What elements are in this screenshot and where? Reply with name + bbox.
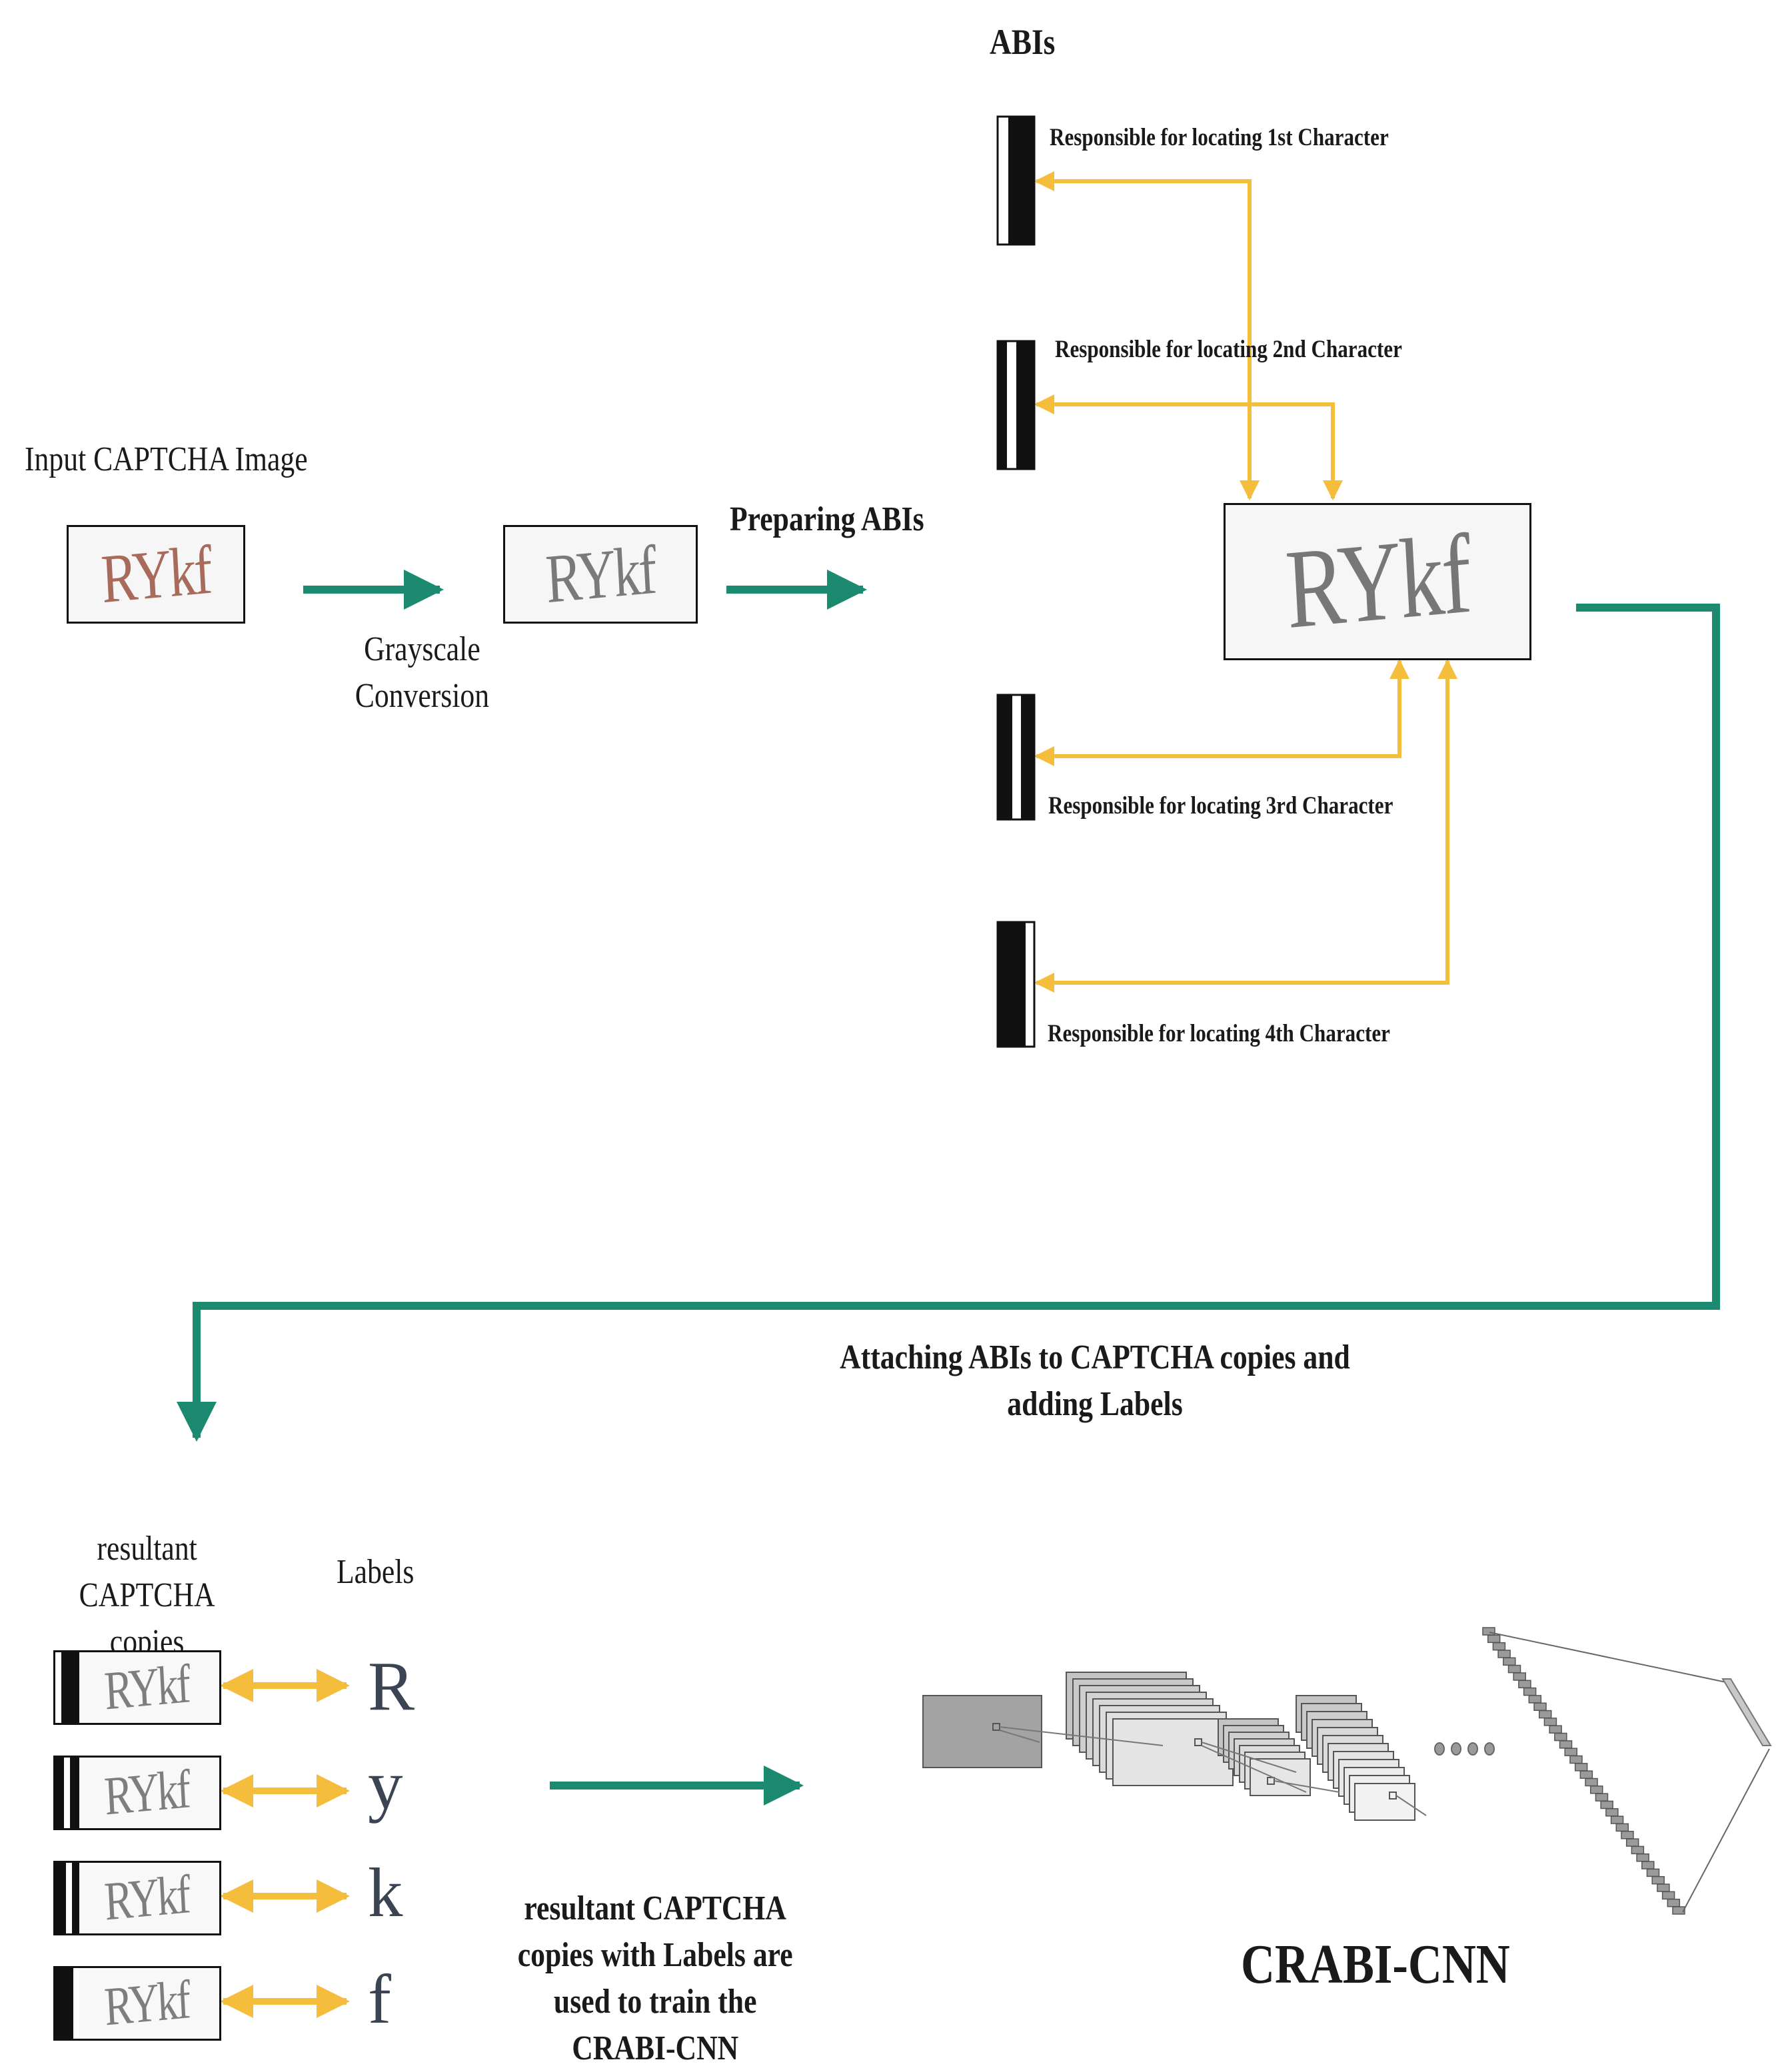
labels-title: Labels <box>337 1553 415 1591</box>
dense-neuron <box>1482 1627 1495 1636</box>
dense-neuron <box>1507 1664 1521 1674</box>
copy-abi-bar-3 <box>55 1863 79 1933</box>
dense-neuron <box>1579 1770 1593 1779</box>
abi-label-1: Responsible for locating 1st Character <box>1050 124 1389 151</box>
dense-neuron <box>1503 1657 1516 1666</box>
label-letter-4: f <box>368 1960 391 2038</box>
dense-neuron <box>1492 1642 1506 1651</box>
preparing-label: Preparing ABIs <box>730 500 924 538</box>
abi-label-2: Responsible for locating 2nd Character <box>1055 336 1402 363</box>
cnn-conv-stack-1 <box>1066 1672 1234 1786</box>
abi-label-4: Responsible for locating 4th Character <box>1048 1020 1390 1047</box>
abis-title: ABIs <box>990 22 1056 62</box>
connector-abi-4 <box>1034 659 1457 993</box>
attaching-label: Attaching ABIs to CAPTCHA copies and add… <box>840 1338 1350 1423</box>
abi-bar-3 <box>996 694 1036 821</box>
dense-neuron <box>1661 1891 1675 1900</box>
dense-neuron <box>1631 1845 1645 1855</box>
dense-neuron <box>1564 1748 1577 1756</box>
resultant-title: resultant CAPTCHA copies <box>79 1530 215 1661</box>
cnn-output-layer <box>1721 1678 1772 1746</box>
label-letter-2: y <box>368 1746 403 1823</box>
copy-abi-bar-2 <box>55 1758 79 1828</box>
abi-source-captcha-image: RYkf <box>1224 503 1531 660</box>
dense-neuron <box>1569 1755 1583 1764</box>
dense-neuron <box>1538 1710 1552 1719</box>
dense-neuron <box>1615 1823 1629 1832</box>
dense-neuron <box>1554 1732 1567 1742</box>
copy-abi-bar-4 <box>55 1968 79 2039</box>
dense-neuron <box>1667 1898 1681 1907</box>
abi-label-3: Responsible for locating 3rd Character <box>1048 792 1393 819</box>
abi-bar-1 <box>996 115 1036 246</box>
dense-neuron <box>1543 1718 1557 1726</box>
input-title: Input CAPTCHA Image <box>25 440 308 478</box>
dense-neuron <box>1672 1906 1685 1915</box>
cnn-title: CRABI-CNN <box>1241 1933 1510 1995</box>
dense-neuron <box>1636 1853 1649 1862</box>
connector-abi-2 <box>1034 394 1343 500</box>
captcha-copy-2: RYkf <box>53 1756 221 1830</box>
cnn-dense-layer <box>1482 1627 1685 1915</box>
connector-abi-3 <box>1034 659 1409 766</box>
connector-abi-1 <box>1034 171 1260 500</box>
dense-neuron <box>1523 1687 1537 1696</box>
input-captcha-image: RYkf <box>67 525 245 624</box>
dense-neuron <box>1518 1680 1531 1689</box>
cnn-illustration <box>922 1627 1772 1915</box>
dense-neuron <box>1559 1740 1573 1749</box>
label-letter-3: k <box>368 1853 403 1931</box>
abi-bar-2 <box>996 340 1036 470</box>
dense-neuron <box>1621 1831 1634 1839</box>
training-label: resultant CAPTCHA copies with Labels are… <box>517 1889 793 2067</box>
dense-neuron <box>1625 1838 1639 1847</box>
abi-bar-4 <box>996 921 1036 1048</box>
dense-neuron <box>1641 1861 1655 1869</box>
cnn-conv-stack-2 <box>1296 1695 1415 1821</box>
dense-neuron <box>1600 1800 1613 1810</box>
dense-neuron <box>1610 1815 1624 1824</box>
dense-neuron <box>1651 1875 1665 1885</box>
dense-neuron <box>1487 1634 1501 1644</box>
cnn-ellipsis-dots <box>1434 1742 1495 1756</box>
dense-neuron <box>1497 1650 1511 1658</box>
arrow-attaching <box>177 604 1720 1442</box>
dense-neuron <box>1513 1672 1526 1681</box>
dense-neuron <box>1646 1868 1660 1877</box>
dense-neuron <box>1595 1793 1609 1802</box>
dense-neuron <box>1533 1702 1547 1711</box>
grayscale-label: Grayscale Conversion <box>355 630 490 715</box>
dense-neuron <box>1657 1883 1670 1892</box>
captcha-copy-3: RYkf <box>53 1861 221 1935</box>
copy-abi-bar-1 <box>55 1652 79 1723</box>
captcha-copy-1: RYkf <box>53 1650 221 1725</box>
cnn-input-layer <box>922 1695 1042 1768</box>
dense-neuron <box>1549 1725 1562 1734</box>
dense-neuron <box>1585 1778 1598 1787</box>
dense-neuron <box>1574 1763 1588 1772</box>
captcha-copy-4: RYkf <box>53 1966 221 2041</box>
dense-neuron <box>1605 1808 1619 1817</box>
label-letter-1: R <box>368 1647 415 1725</box>
dense-neuron <box>1590 1786 1603 1794</box>
dense-neuron <box>1528 1695 1542 1704</box>
grayscale-captcha-image: RYkf <box>503 525 698 624</box>
